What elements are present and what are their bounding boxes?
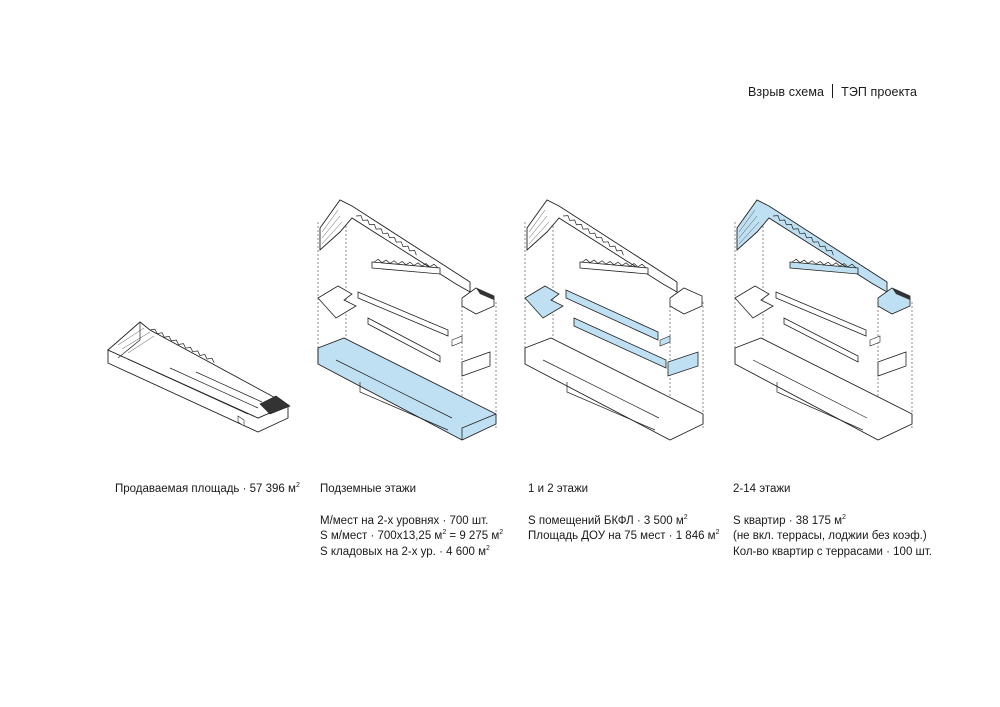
- caption-line: S квартир · 38 175 м2: [733, 513, 846, 527]
- caption-floors-1-2: 1 и 2 этажи S помещений БКФЛ · 3 500 м2 …: [528, 482, 720, 545]
- caption-line: S кладовых на 2-х ур. · 4 600 м2: [320, 544, 490, 558]
- underground-floors-model: [317, 199, 497, 441]
- caption-sellable-area: Продаваемая площадь · 57 396 м2: [115, 482, 300, 498]
- caption-line: М/мест на 2-х уровнях · 700 шт.: [320, 514, 489, 527]
- caption-line: Площадь ДОУ на 75 мест · 1 846 м2: [528, 529, 720, 542]
- caption-title: 1 и 2 этажи: [528, 483, 589, 495]
- caption-title: Продаваемая площадь · 57 396 м2: [115, 482, 300, 495]
- header-right-label: ТЭП проекта: [841, 85, 918, 99]
- caption-floors-2-14: 2-14 этажи S квартир · 38 175 м2 (не вкл…: [733, 482, 932, 560]
- caption-line: S помещений БКФЛ · 3 500 м2: [528, 513, 688, 527]
- caption-line: Кол-во квартир с террасами · 100 шт.: [733, 545, 932, 558]
- header-divider: [832, 84, 834, 98]
- caption-line: S м/мест · 700х13,25 м2 = 9 275 м2: [320, 529, 504, 542]
- caption-line: (не вкл. террасы, лоджии без коэф.): [733, 530, 927, 542]
- caption-underground-floors: Подземные этажи М/мест на 2-х уровнях · …: [320, 482, 503, 560]
- page-header: Взрыв схема ТЭП проекта: [748, 84, 917, 99]
- header-left-label: Взрыв схема: [748, 85, 825, 99]
- caption-title: Подземные этажи: [320, 483, 417, 495]
- caption-title: 2-14 этажи: [733, 483, 791, 495]
- floors-1-2-model: [524, 199, 704, 441]
- floors-2-14-model: [734, 199, 913, 441]
- full-building-model: [107, 321, 291, 433]
